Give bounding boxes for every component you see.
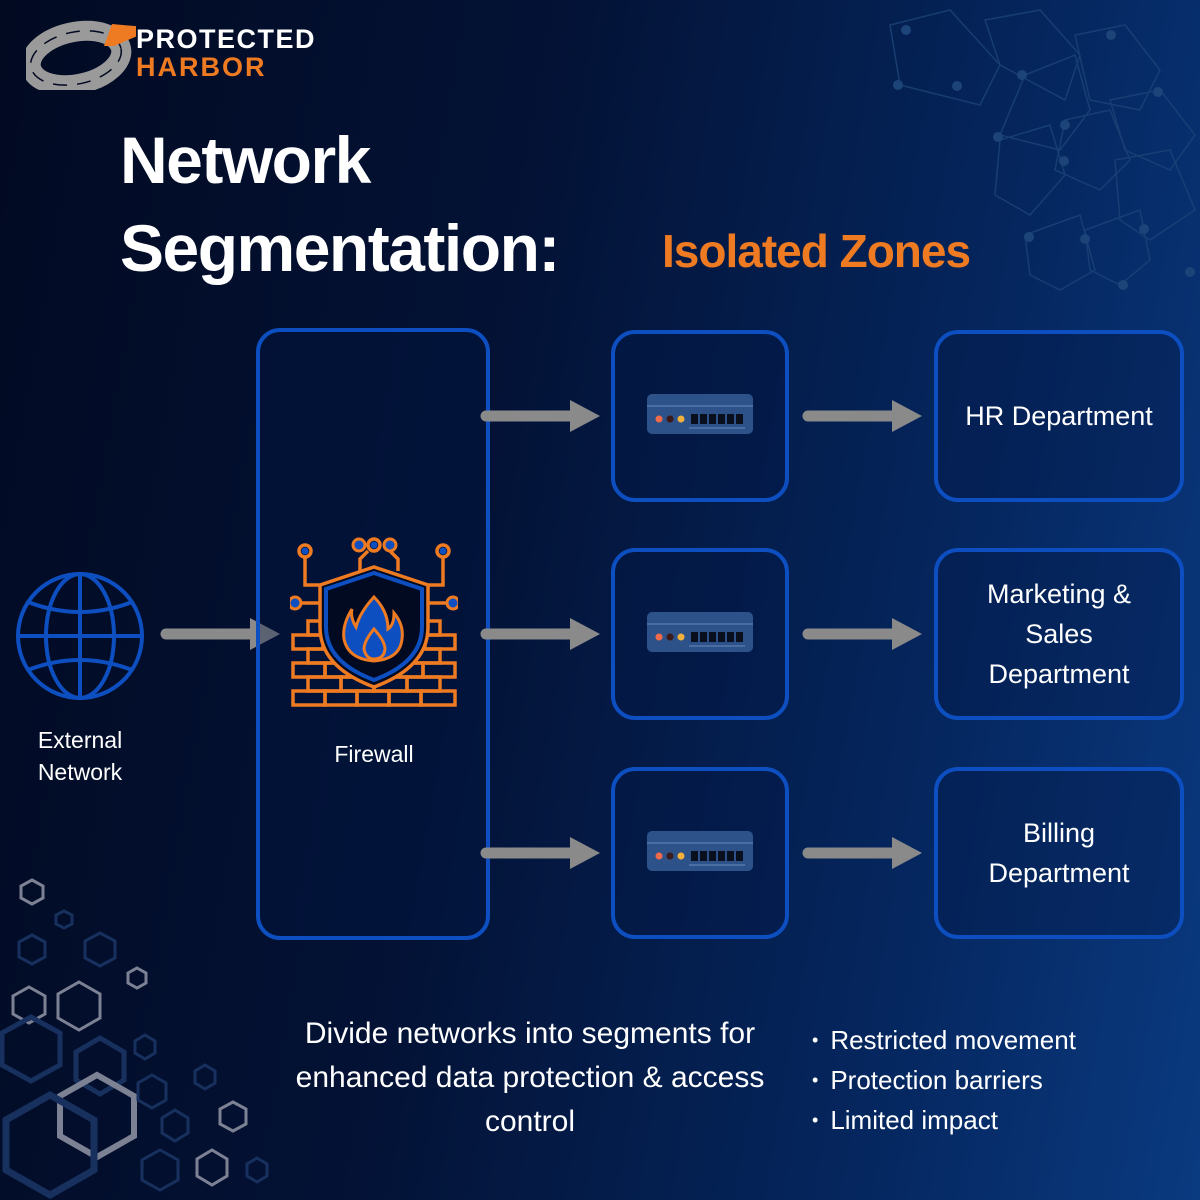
switch-box — [611, 330, 789, 502]
department-label: HR Department — [965, 401, 1153, 431]
hex-network-decoration — [889, 9, 1196, 291]
description-text: Divide networks into segments for enhanc… — [295, 1017, 765, 1138]
brand-logo-icon — [26, 20, 136, 90]
network-switch-icon — [645, 827, 755, 880]
network-switch-icon — [645, 390, 755, 443]
benefit-item: Protection barriers — [812, 1062, 1076, 1102]
arrow-icon — [478, 614, 602, 659]
switch-box — [611, 548, 789, 720]
switch-box — [611, 767, 789, 939]
department-box: Marketing & Sales Department — [934, 548, 1184, 720]
department-box: HR Department — [934, 330, 1184, 502]
department-label: Billing Department — [988, 818, 1130, 888]
benefits-list: Restricted movement Protection barriers … — [812, 1022, 1076, 1142]
benefit-item: Restricted movement — [812, 1022, 1076, 1062]
department-label: Marketing & Sales Department — [986, 579, 1132, 689]
arrow-icon — [800, 614, 924, 659]
page-title-line2: Segmentation: — [120, 211, 560, 285]
arrow-icon — [478, 396, 602, 441]
arrow-icon — [478, 833, 602, 878]
brand-name-line2: HARBOR — [136, 52, 267, 82]
benefit-item: Limited impact — [812, 1102, 1076, 1142]
brand-name-line1: PROTECTED — [136, 24, 317, 54]
department-box: Billing Department — [934, 767, 1184, 939]
firewall-label: Firewall — [334, 741, 414, 767]
arrow-icon — [800, 396, 924, 441]
network-switch-icon — [645, 608, 755, 661]
page-title-line1: Network — [120, 123, 371, 197]
firewall-shield-icon — [290, 537, 458, 707]
arrow-icon — [800, 833, 924, 878]
external-network-label: External Network — [37, 727, 123, 785]
hexagon-cluster-decoration — [0, 878, 269, 1200]
page-subtitle: Isolated Zones — [662, 225, 971, 277]
globe-icon — [16, 572, 144, 700]
